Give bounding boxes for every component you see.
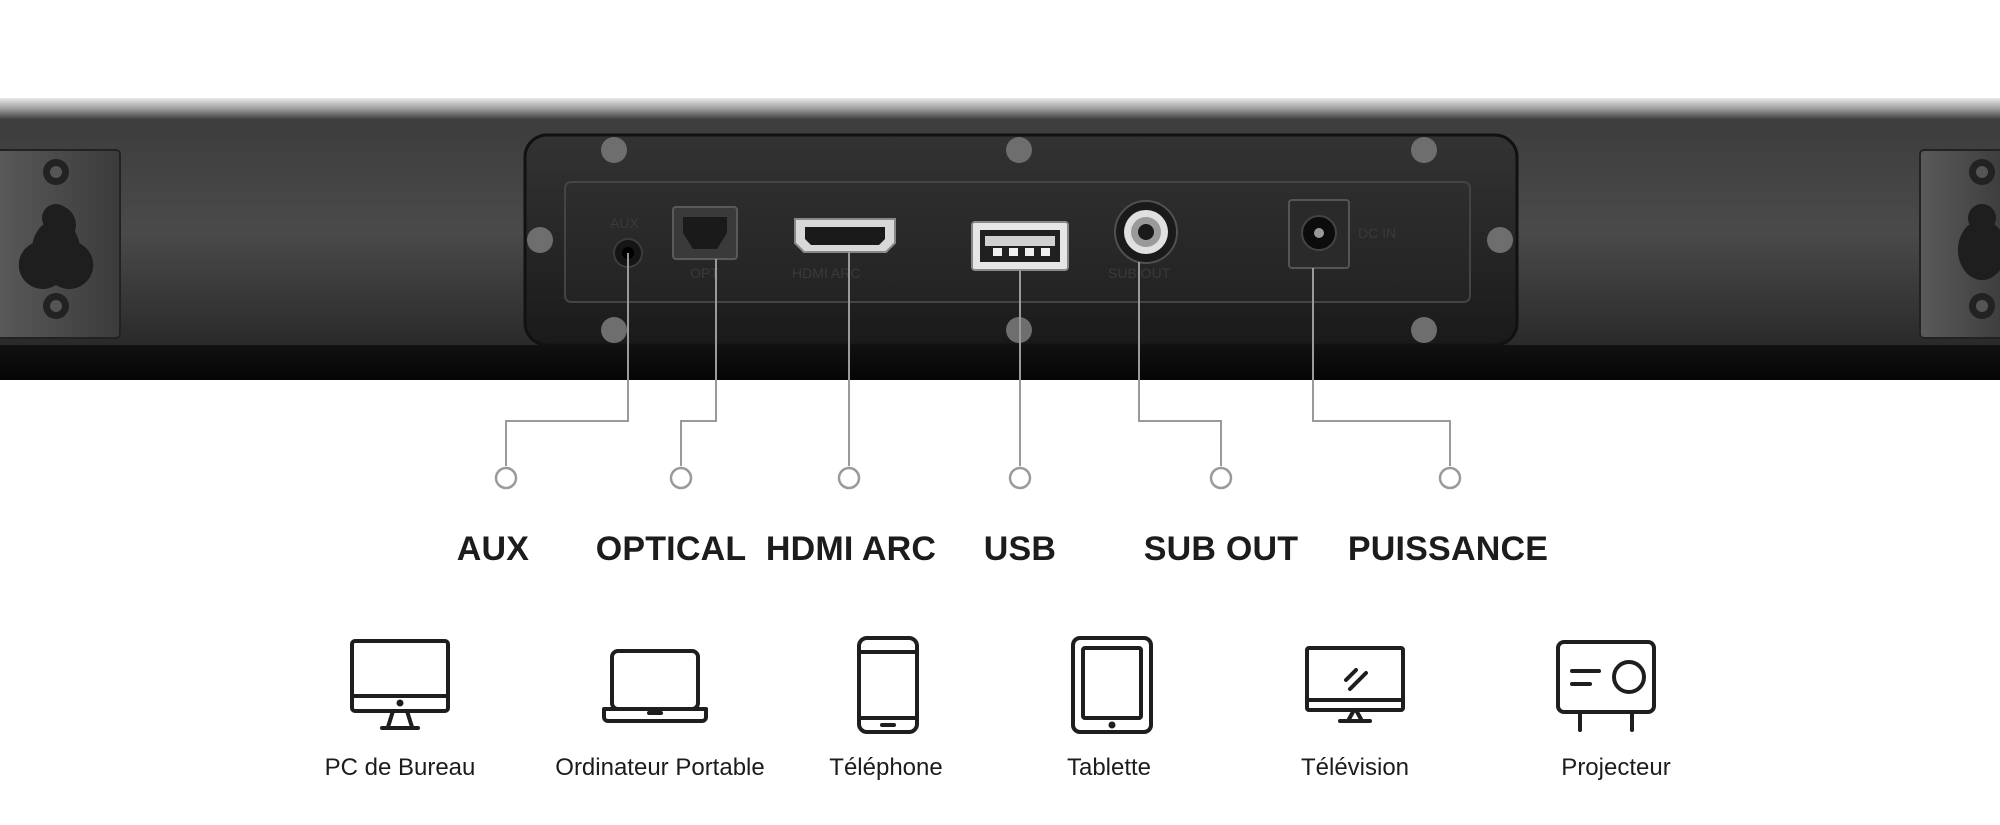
- wall-bracket-right: [1919, 149, 2000, 339]
- smartphone-icon: [857, 636, 919, 734]
- device-label-phone: Téléphone: [829, 754, 943, 781]
- panel-opt-text: OPT: [690, 265, 719, 281]
- hdmi-port: HDMI ARC: [792, 218, 896, 281]
- leader-end-circles: [494, 466, 1462, 490]
- device-label-tablet: Tablette: [1066, 754, 1152, 781]
- port-label-sub-out: SUB OUT: [1143, 530, 1299, 568]
- port-label-aux: AUX: [456, 530, 530, 568]
- soundbar-top-edge: [0, 98, 2000, 120]
- device-label-projector: Projecteur: [1561, 754, 1671, 781]
- usb-port: [971, 221, 1069, 271]
- device-label-desktop: PC de Bureau: [324, 754, 476, 781]
- tablet-icon: [1071, 636, 1153, 734]
- leader-line-optical: [680, 259, 717, 466]
- port-label-optical: OPTICAL: [595, 530, 747, 568]
- projector-icon: [1556, 640, 1656, 732]
- port-label-hdmi-arc: HDMI ARC: [765, 530, 937, 568]
- optical-port: OPT: [672, 206, 738, 281]
- leader-lines: [505, 252, 1451, 466]
- leader-line-aux: [505, 253, 629, 466]
- television-icon: [1305, 646, 1405, 723]
- soundbar-bottom-edge: [0, 345, 2000, 380]
- device-label-television: Télévision: [1300, 754, 1410, 781]
- laptop-icon: [602, 649, 708, 723]
- port-label-usb: USB: [983, 530, 1057, 568]
- connector-panel: AUX OPT HDMI ARC: [523, 133, 1519, 347]
- port-label-puissance: PUISSANCE: [1347, 530, 1549, 568]
- leader-line-sub-out: [1138, 262, 1222, 466]
- dc-in-port: DC IN: [1288, 199, 1396, 269]
- panel-hdmi-text: HDMI ARC: [792, 265, 860, 281]
- leader-line-power: [1312, 268, 1451, 466]
- panel-dcin-text: DC IN: [1358, 225, 1396, 241]
- desktop-pc-icon: [350, 639, 450, 730]
- device-label-laptop: Ordinateur Portable: [555, 754, 765, 781]
- wall-bracket-left: [0, 149, 121, 339]
- panel-aux-text: AUX: [610, 215, 639, 231]
